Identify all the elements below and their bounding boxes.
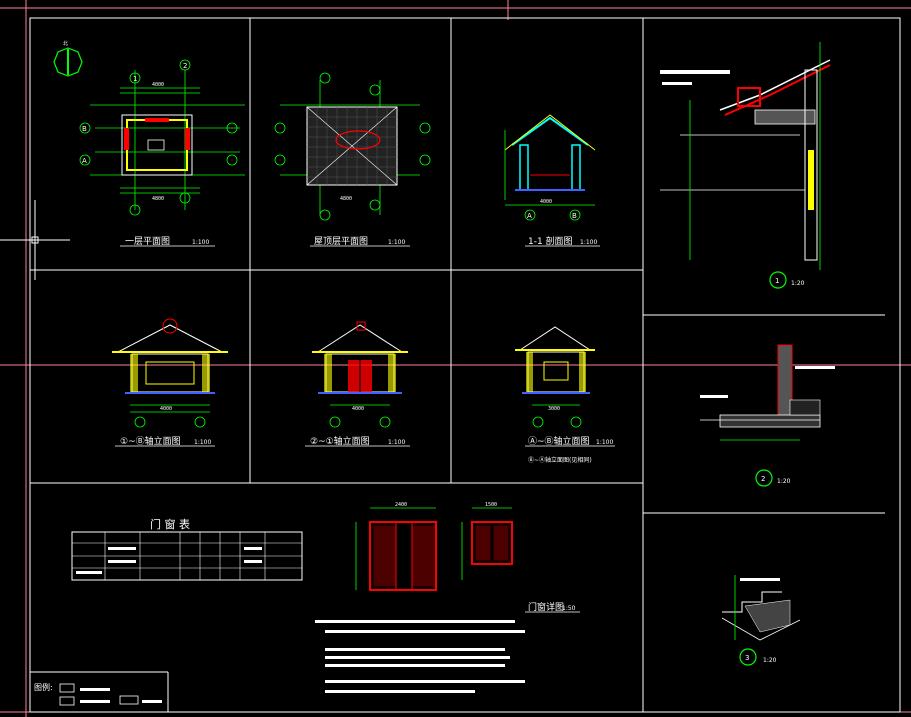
elev3-title: Ⓐ~Ⓑ轴立面图 (528, 435, 590, 447)
elevation-1-b-view: 4000 ①~Ⓑ轴立面图 1:100 (112, 318, 228, 447)
door-window-table-title: 门 窗 表 (150, 517, 190, 531)
floor-plan-axis-b: B (82, 125, 87, 133)
roof-plan-dim-bottom: 4800 (340, 196, 352, 202)
detail-1-scale: 1:20 (791, 280, 805, 287)
window-dim-width: 1500 (485, 502, 497, 508)
floor-plan-axis-a: A (82, 157, 87, 165)
elev2-dim: 4000 (352, 406, 364, 412)
door-window-detail-title: 门窗详图 (528, 601, 564, 613)
floor-plan-dim-top: 4000 (152, 82, 164, 88)
elevation-2-1-view: 4000 ②~①轴立面图 1:100 (305, 321, 410, 447)
roof-plan-title: 屋顶层平面图 (314, 236, 368, 247)
floor-plan-title: 一层平面图 (125, 236, 170, 247)
elevation-a-b-view: 3000 Ⓐ~Ⓑ轴立面图 1:100 Ⓑ~Ⓐ轴立面图(见相同) (515, 326, 615, 464)
floor-plan-dim-bottom: 4800 (152, 196, 164, 202)
detail-2-number: 2 (761, 475, 765, 483)
section-axis-a: A (527, 212, 532, 220)
general-notes (315, 620, 525, 693)
door-dim-width: 2400 (395, 502, 407, 508)
elev1-scale: 1:100 (194, 439, 211, 446)
detail-2-view: 2 1:20 (700, 344, 835, 487)
section-1-1-view: 4000 A B 1-1 剖面图 1:100 (504, 114, 600, 247)
legend-label: 图例: (34, 682, 53, 692)
detail-3-scale: 1:20 (763, 657, 777, 664)
door-window-detail: 2400 1500 门窗详图 1:50 (355, 502, 580, 613)
detail-3-view: 3 1:20 (721, 575, 801, 666)
section-axis-b: B (572, 212, 577, 220)
elev1-dim: 4000 (160, 406, 172, 412)
floor-plan-axis-2: 2 (183, 62, 187, 70)
roof-plan-scale: 1:100 (388, 239, 405, 246)
door-window-detail-scale: 1:50 (562, 605, 576, 612)
section-scale: 1:100 (580, 239, 597, 246)
detail-3-number: 3 (745, 654, 749, 662)
roof-plan-view: 4800 屋顶层平面图 1:100 (274, 72, 431, 247)
section-dim: 4000 (540, 199, 552, 205)
north-label: 北 (63, 40, 68, 47)
door-window-table: 门 窗 表 (71, 517, 303, 581)
section-title: 1-1 剖面图 (528, 235, 573, 247)
north-arrow-icon: 北 (53, 40, 83, 77)
floor-plan-axis-1: 1 (133, 75, 137, 83)
elev3-dim: 3000 (548, 406, 560, 412)
detail-1-view: 1 1:20 (660, 42, 831, 289)
floor-plan-view: 4000 4800 1 2 B A 一层平面图 1:100 (79, 59, 245, 247)
detail-1-number: 1 (775, 277, 779, 285)
detail-2-scale: 1:20 (777, 478, 791, 485)
elev1-title: ①~Ⓑ轴立面图 (120, 435, 181, 447)
floor-plan-scale: 1:100 (192, 239, 209, 246)
legend: 图例: (34, 682, 162, 706)
crosshair-cursor[interactable] (0, 200, 70, 280)
elev2-scale: 1:100 (388, 439, 405, 446)
elev3-scale: 1:100 (596, 439, 613, 446)
elev3-subtitle: Ⓑ~Ⓐ轴立面图(见相同) (528, 456, 592, 464)
elev2-title: ②~①轴立面图 (310, 435, 370, 447)
